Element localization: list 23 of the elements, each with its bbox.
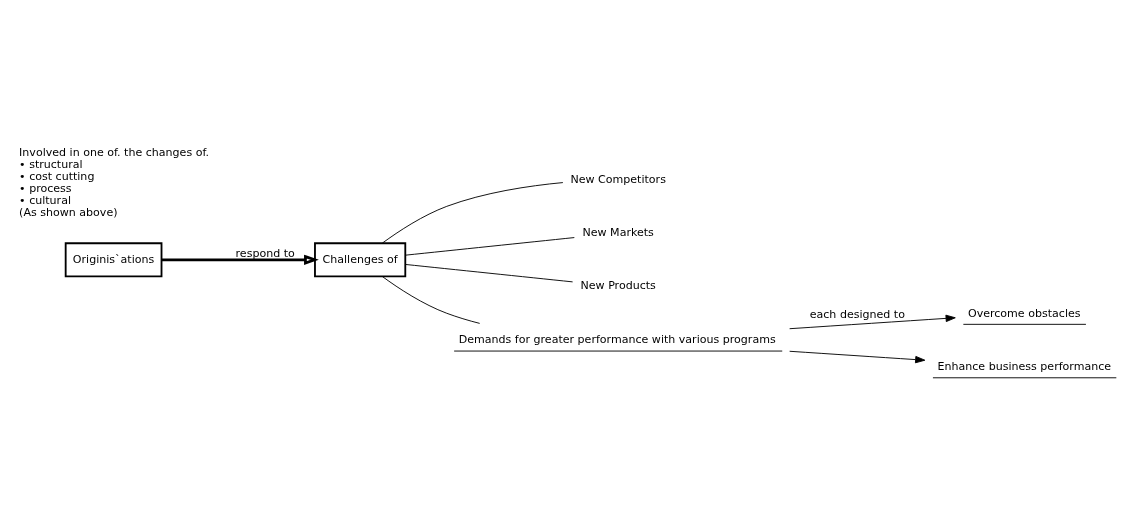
label: • process [19, 181, 72, 195]
label: • cost cutting [19, 169, 95, 183]
arrow [789, 314, 956, 329]
arrow [789, 350, 926, 363]
node-text: New Products [580, 278, 656, 292]
connector [404, 236, 575, 256]
connector [381, 275, 481, 324]
label: • cultural [19, 193, 72, 207]
edge-label: each designed to [809, 307, 905, 321]
node-text: New Markets [582, 225, 654, 239]
node-text: New Competitors [570, 171, 666, 185]
node-box: Challenges of [314, 241, 407, 277]
node-text: Demands for greater performance with various programs [458, 332, 776, 346]
node-text: Overcome obstacles [967, 306, 1081, 320]
label: • structural [19, 157, 83, 171]
node-box: Originis`ations [64, 241, 163, 277]
connector [404, 263, 574, 282]
arrow [161, 254, 319, 265]
label: (As shown above) [19, 205, 118, 219]
connector [381, 181, 564, 244]
edge-label: respond to [235, 246, 295, 260]
label: Involved in one of. the changes of. [19, 145, 210, 159]
node-text: Enhance business performance [937, 359, 1112, 373]
